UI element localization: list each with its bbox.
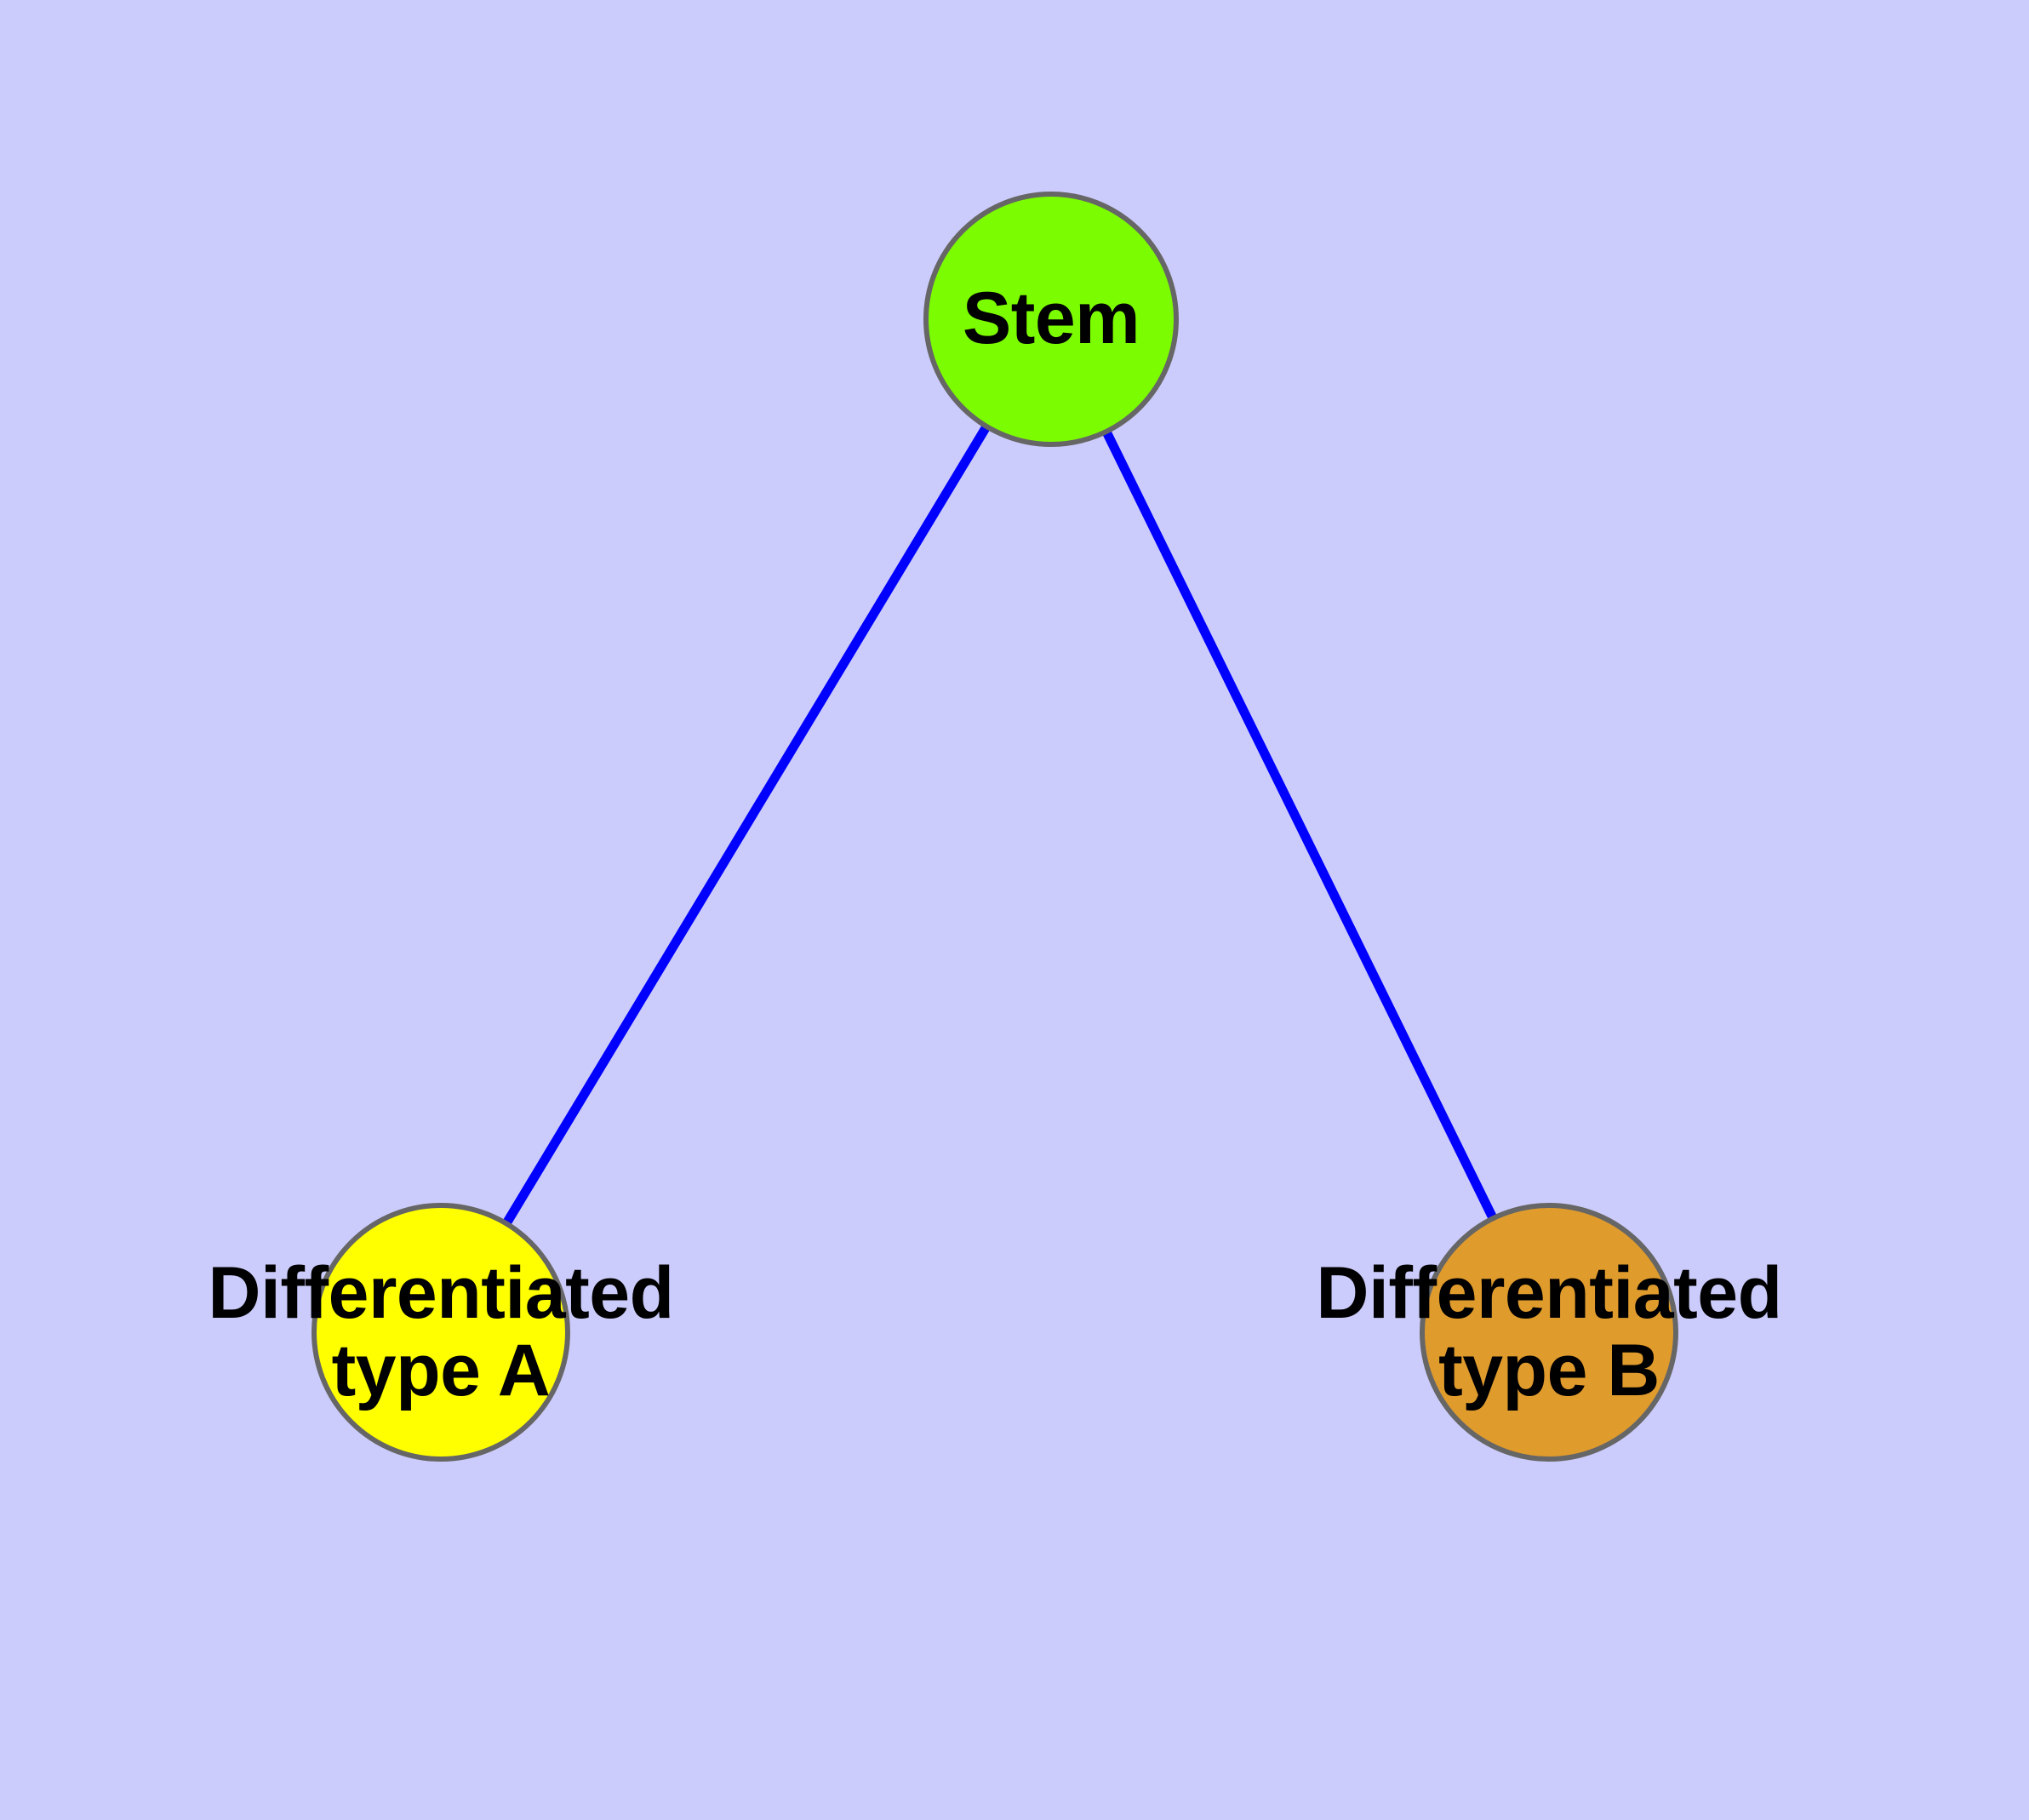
node-differentiated-type-a[interactable] — [311, 1203, 570, 1462]
edge-stem-to-differentiated-type-b — [1047, 317, 1553, 1335]
edge-stem-to-differentiated-type-a — [437, 317, 1055, 1335]
node-stem[interactable] — [923, 192, 1179, 447]
node-differentiated-type-b[interactable] — [1420, 1203, 1678, 1462]
